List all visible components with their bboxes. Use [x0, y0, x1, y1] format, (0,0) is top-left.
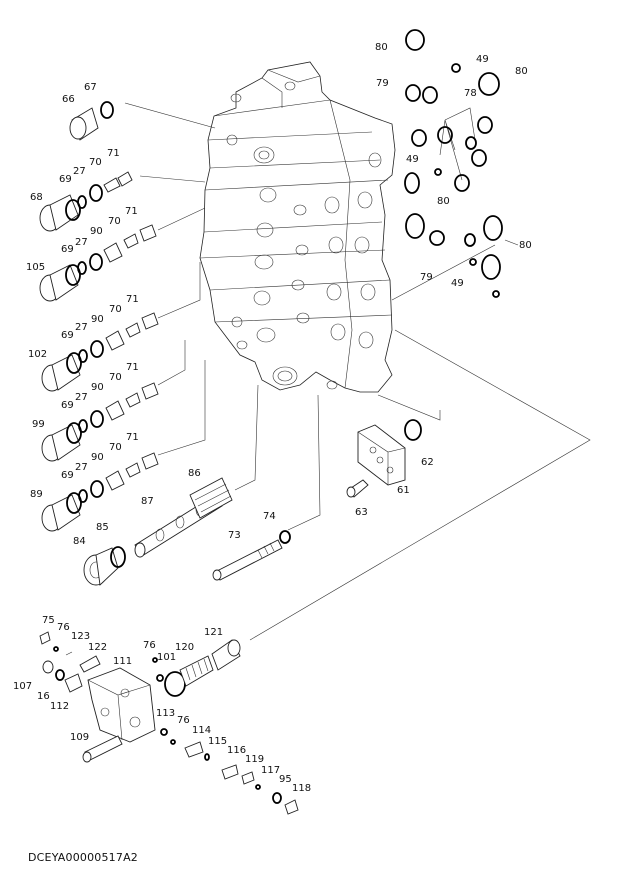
- part-label-116: 116: [227, 745, 246, 756]
- part-label-49: 49: [476, 54, 489, 65]
- part-label-109: 109: [70, 732, 89, 743]
- part-label-68: 68: [30, 192, 43, 203]
- part-label-71: 71: [125, 206, 138, 217]
- part-label-67: 67: [84, 82, 97, 93]
- part-label-90: 90: [90, 226, 103, 237]
- part-label-113: 113: [156, 708, 175, 719]
- part-label-69: 69: [61, 470, 74, 481]
- part-label-107: 107: [13, 681, 32, 692]
- part-label-79: 79: [420, 272, 433, 283]
- part-label-74: 74: [263, 511, 276, 522]
- part-label-49: 49: [451, 278, 464, 289]
- part-label-73: 73: [228, 530, 241, 541]
- part-label-70: 70: [108, 216, 121, 227]
- lower-relief-valve-assembly: [39, 631, 299, 815]
- part-label-105: 105: [26, 262, 45, 273]
- part-label-69: 69: [59, 174, 72, 185]
- part-label-62: 62: [421, 457, 434, 468]
- part-label-112: 112: [50, 701, 69, 712]
- part-label-90: 90: [91, 314, 104, 325]
- part-label-27: 27: [75, 237, 88, 248]
- part-label-95: 95: [279, 774, 292, 785]
- valve-body: [199, 61, 396, 393]
- part-label-61: 61: [397, 485, 410, 496]
- part-label-79: 79: [376, 78, 389, 89]
- part-label-70: 70: [109, 304, 122, 315]
- part-label-122: 122: [88, 642, 107, 653]
- part-label-70: 70: [109, 442, 122, 453]
- part-label-80: 80: [375, 42, 388, 53]
- part-label-76: 76: [57, 622, 70, 633]
- o-ring-set-right: [404, 29, 503, 298]
- part-label-120: 120: [175, 642, 194, 653]
- part-label-71: 71: [126, 362, 139, 373]
- part-label-119: 119: [245, 754, 264, 765]
- part-label-101: 101: [157, 652, 176, 663]
- part-label-70: 70: [89, 157, 102, 168]
- part-label-69: 69: [61, 330, 74, 341]
- part-label-66: 66: [62, 94, 75, 105]
- part-label-76: 76: [143, 640, 156, 651]
- part-label-69: 69: [61, 400, 74, 411]
- part-label-85: 85: [96, 522, 109, 533]
- part-label-99: 99: [32, 419, 45, 430]
- part-label-87: 87: [141, 496, 154, 507]
- cover-plate: [346, 419, 422, 498]
- part-number-labels: 80 49 80 79 78 49 80 80 79 49 67 66 71 7…: [13, 42, 532, 794]
- part-label-70: 70: [109, 372, 122, 383]
- part-label-89: 89: [30, 489, 43, 500]
- part-label-27: 27: [73, 166, 86, 177]
- part-label-121: 121: [204, 627, 223, 638]
- part-label-86: 86: [188, 468, 201, 479]
- part-label-76: 76: [177, 715, 190, 726]
- part-label-90: 90: [91, 452, 104, 463]
- part-label-118: 118: [292, 783, 311, 794]
- part-label-80: 80: [515, 66, 528, 77]
- part-label-84: 84: [73, 536, 86, 547]
- part-label-115: 115: [208, 736, 227, 747]
- leader-lines: [124, 102, 591, 641]
- part-label-123: 123: [71, 631, 90, 642]
- part-label-90: 90: [91, 382, 104, 393]
- part-label-117: 117: [261, 765, 280, 776]
- part-label-111: 111: [113, 656, 132, 667]
- part-label-78: 78: [464, 88, 477, 99]
- part-label-114: 114: [192, 725, 211, 736]
- part-label-71: 71: [126, 294, 139, 305]
- part-label-71: 71: [126, 432, 139, 443]
- part-label-16: 16: [37, 691, 50, 702]
- spool-plug-assemblies: [39, 101, 291, 586]
- part-label-63: 63: [355, 507, 368, 518]
- part-label-75: 75: [42, 615, 55, 626]
- part-label-69: 69: [61, 244, 74, 255]
- part-label-27: 27: [75, 462, 88, 473]
- part-label-49: 49: [406, 154, 419, 165]
- document-id: DCEYA00000517A2: [28, 851, 139, 864]
- part-label-27: 27: [75, 392, 88, 403]
- part-label-27: 27: [75, 322, 88, 333]
- part-label-71: 71: [107, 148, 120, 159]
- part-label-80: 80: [519, 240, 532, 251]
- part-label-80: 80: [437, 196, 450, 207]
- part-label-102: 102: [28, 349, 47, 360]
